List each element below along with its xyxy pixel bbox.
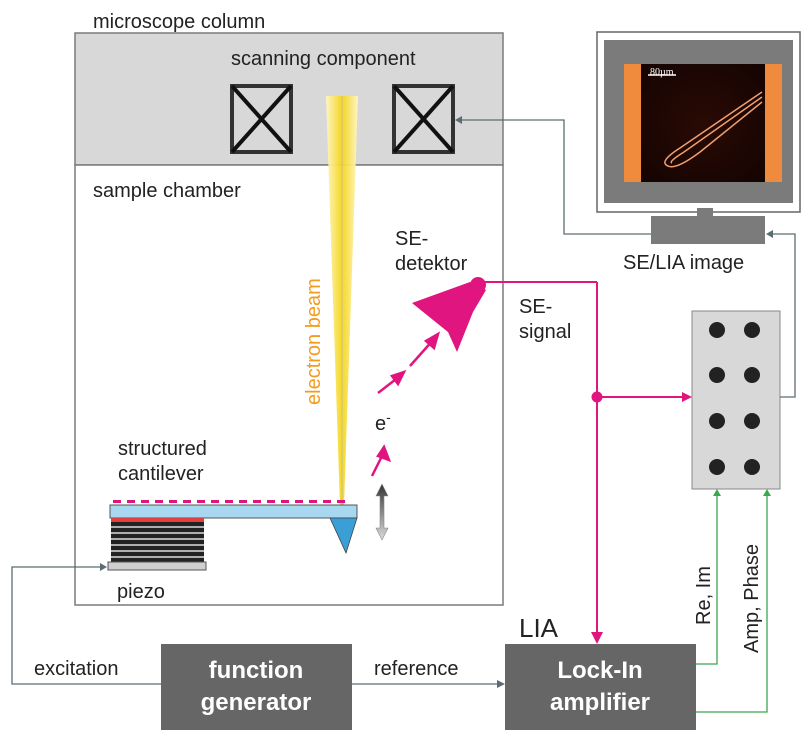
lia-label: LIA — [519, 613, 559, 643]
se-detektor-label-2: detektor — [395, 253, 468, 275]
se-lia-image-label: SE/LIA image — [623, 252, 744, 274]
function-generator-label-2: generator — [201, 689, 312, 716]
electron-beam: electron beam — [303, 96, 358, 505]
excitation-label: excitation — [34, 658, 119, 680]
reference-label: reference — [374, 658, 459, 680]
scan-coil-right — [392, 84, 455, 154]
arrow-scan-coil — [455, 116, 462, 124]
electron-label: e- — [375, 409, 391, 435]
scan-image-trace — [664, 91, 763, 168]
cantilever-assembly: structured cantilever piezo — [107, 438, 389, 603]
signal-arrowhead-lia — [591, 632, 603, 644]
monitor: 80µm SE/LIA image — [596, 31, 801, 274]
signal-arrowhead-panel — [682, 392, 692, 402]
se-detector: SE- detektor — [395, 228, 486, 352]
amp-phase-label: Amp, Phase — [741, 544, 763, 653]
arrow-piezo — [100, 563, 107, 571]
microscope-column-label: microscope column — [93, 11, 265, 33]
se-signal-path — [484, 281, 685, 635]
lock-in-amplifier: Lock-In amplifier LIA — [505, 613, 696, 730]
arrow-reference — [497, 680, 505, 688]
monitor-base — [651, 216, 765, 244]
structured-label-1: structured — [118, 438, 207, 460]
piezo-stack — [107, 518, 207, 571]
gray-connections — [11, 119, 796, 685]
lock-in-label-2: amplifier — [550, 689, 650, 716]
arrow-re-im — [713, 489, 721, 496]
cantilever-tip — [329, 517, 358, 555]
arrow-monitor — [766, 230, 773, 238]
vibration-arrow — [375, 483, 389, 541]
sample-chamber-label: sample chamber — [93, 180, 241, 202]
function-generator: function generator — [161, 644, 352, 730]
structured-label-2: cantilever — [118, 463, 204, 485]
monitor-neck — [697, 208, 713, 216]
se-signal-label-2: signal — [519, 321, 571, 343]
se-detektor-label-1: SE- — [395, 228, 428, 250]
secondary-electron-arrows — [370, 331, 441, 477]
lock-in-label-1: Lock-In — [557, 657, 642, 684]
scan-coil-left — [230, 84, 293, 154]
arrow-amp-phase — [763, 489, 771, 496]
scale-bar-label: 80µm — [650, 67, 674, 78]
se-signal-label-1: SE- — [519, 296, 552, 318]
connector-panel — [691, 310, 781, 490]
microscope-column: microscope column scanning component — [74, 11, 504, 166]
cantilever-structure-marks — [113, 500, 345, 503]
green-connections — [696, 496, 768, 713]
re-im-label: Re, Im — [693, 566, 715, 625]
signal-junction — [591, 391, 603, 403]
cantilever-beam — [109, 504, 358, 519]
piezo-label: piezo — [117, 581, 165, 603]
function-generator-label-1: function — [209, 657, 304, 684]
scanning-component-label: scanning component — [231, 48, 416, 70]
electron-beam-label: electron beam — [303, 278, 325, 405]
